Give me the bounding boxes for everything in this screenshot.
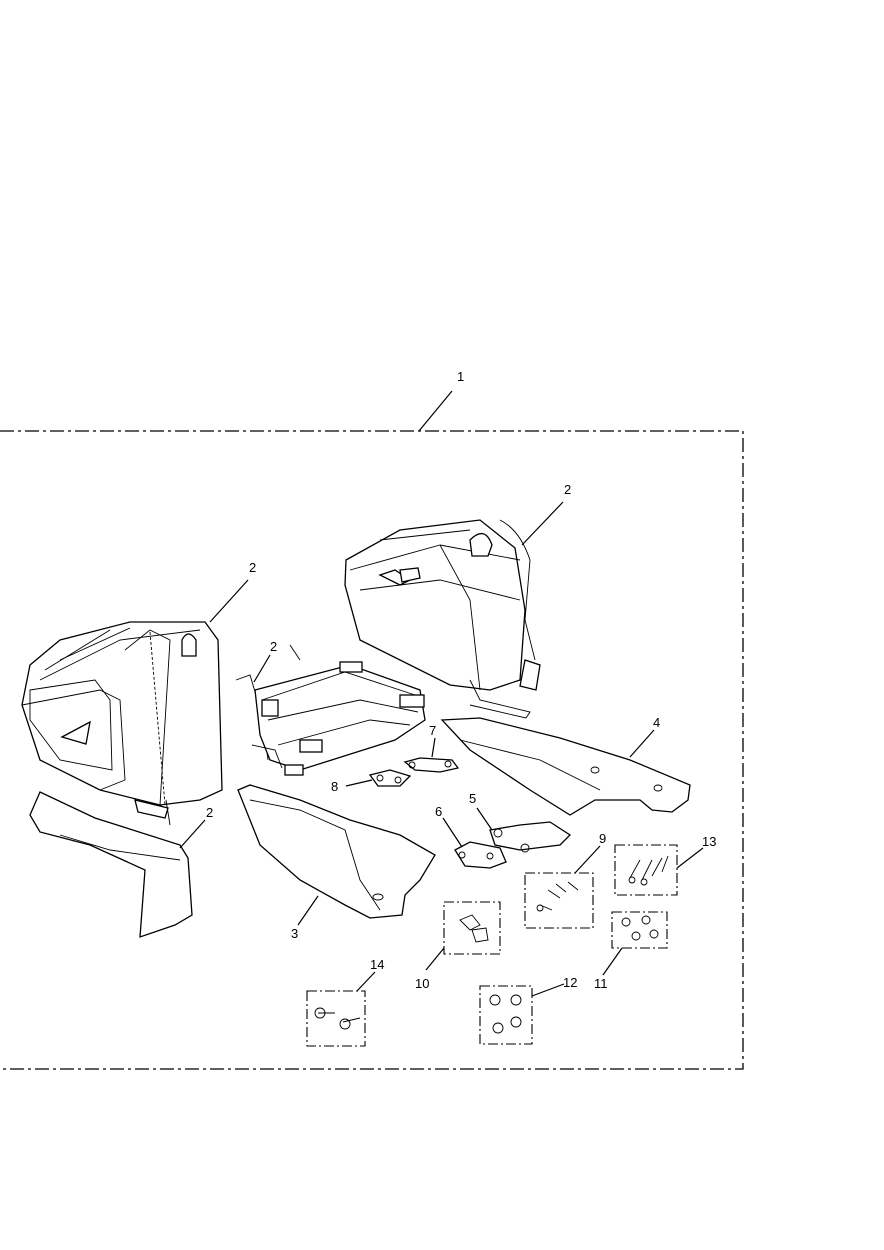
mount-bracket-6: [454, 841, 507, 869]
callout-3: 3: [291, 926, 298, 941]
leader-lines: [179, 390, 704, 997]
callout-7: 7: [429, 723, 436, 738]
strap-harness: [235, 644, 426, 776]
callout-6: 6: [435, 804, 442, 819]
callout-labels: 1 2 2 2 2 3 4 5 6 7 8 9 10 11 12 13 14: [206, 369, 716, 991]
pannier-bag-right: [344, 519, 541, 719]
bracket-cover-3: [237, 784, 436, 919]
callout-2-right-bag: 2: [564, 482, 571, 497]
callout-2-left-bag: 2: [249, 560, 256, 575]
fastener-kit-14: [306, 990, 366, 1047]
callout-2-liner: 2: [206, 805, 213, 820]
callout-14: 14: [370, 957, 384, 972]
fastener-kit-11: [611, 911, 668, 949]
fastener-kit-9: [524, 872, 594, 929]
callout-9: 9: [599, 831, 606, 846]
pannier-bag-left: [21, 621, 223, 826]
mount-bracket-8: [368, 769, 412, 787]
liner-panel: [29, 791, 193, 938]
bracket-cover-4: [440, 717, 691, 816]
callout-10: 10: [415, 976, 429, 991]
callout-4: 4: [653, 715, 660, 730]
callout-1: 1: [457, 369, 464, 384]
callout-12: 12: [563, 975, 577, 990]
kit-boundary: [0, 430, 744, 1070]
callout-13: 13: [702, 834, 716, 849]
mount-bracket-7: [403, 757, 460, 773]
callout-2-harness: 2: [270, 639, 277, 654]
fastener-kit-13: [614, 844, 678, 896]
callout-8: 8: [331, 779, 338, 794]
fastener-kit-10: [443, 901, 501, 955]
callout-5: 5: [469, 791, 476, 806]
fastener-kit-12: [479, 985, 533, 1045]
callout-11: 11: [594, 976, 608, 991]
mount-bracket-5: [489, 821, 572, 853]
